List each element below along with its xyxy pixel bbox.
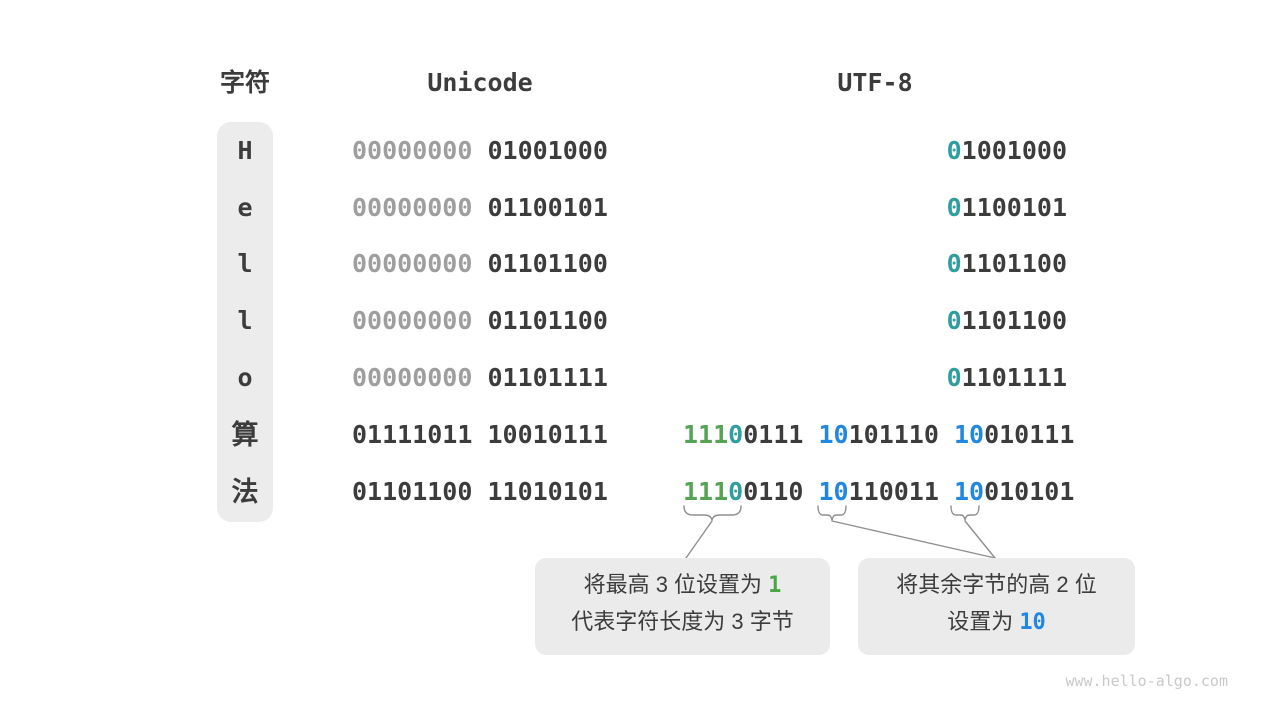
char-column-background: [217, 122, 273, 522]
unicode-bits: 00000000 01001000: [352, 136, 608, 165]
char-cell: l: [237, 306, 253, 335]
char-cell: l: [237, 249, 253, 278]
watermark: www.hello-algo.com: [1065, 672, 1228, 690]
unicode-bits: 00000000 01101111: [352, 363, 608, 392]
utf8-bits: 11100111 10101110 10010111: [683, 420, 1075, 449]
callout-line: 设置为 10: [947, 609, 1046, 635]
utf8-bits: 11100110 10110011 10010101: [683, 477, 1075, 506]
callout-line: 将其余字节的高 2 位: [896, 572, 1097, 597]
utf8-bits: 01101111: [946, 363, 1067, 392]
unicode-bits: 00000000 01100101: [352, 193, 608, 222]
column-header-unicode: Unicode: [427, 68, 533, 97]
connector-line-left: [685, 520, 713, 559]
utf8-bits: 01100101: [946, 193, 1067, 222]
callout-high-bits: 将最高 3 位设置为 1 代表字符长度为 3 字节: [535, 558, 830, 655]
char-cell: H: [237, 136, 253, 165]
utf8-bits: 01101100: [946, 306, 1067, 335]
unicode-bits: 00000000 01101100: [352, 249, 608, 278]
callout-line: 代表字符长度为 3 字节: [571, 609, 794, 634]
char-cell: 法: [231, 477, 259, 507]
connector-line-mid: [831, 520, 996, 559]
unicode-bits: 01101100 11010101: [352, 477, 608, 506]
unicode-bits: 01111011 10010111: [352, 420, 608, 449]
char-cell: e: [237, 193, 253, 222]
connector-line-right: [964, 520, 996, 559]
utf8-bits: 01001000: [946, 136, 1067, 165]
unicode-bits: 00000000 01101100: [352, 306, 608, 335]
callout-line: 将最高 3 位设置为 1: [583, 572, 782, 598]
column-header-char: 字符: [219, 69, 270, 97]
column-header-utf8: UTF-8: [837, 68, 913, 97]
callout-continuation-bits: 将其余字节的高 2 位 设置为 10: [858, 558, 1135, 655]
char-cell: o: [237, 363, 253, 392]
utf8-bits: 01101100: [946, 249, 1067, 278]
char-cell: 算: [231, 420, 259, 450]
